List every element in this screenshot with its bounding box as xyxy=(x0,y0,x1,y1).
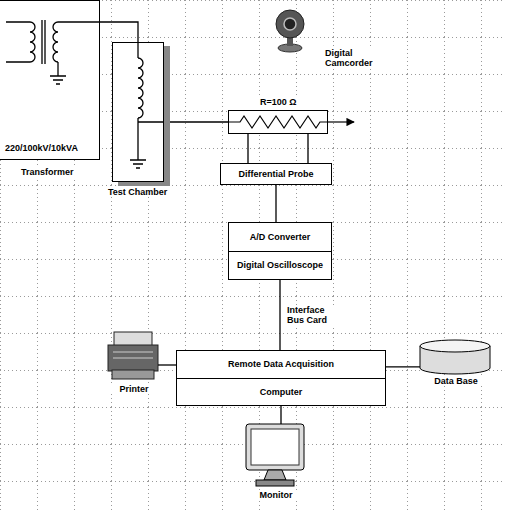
printer-cable xyxy=(158,364,176,365)
rating-label-holder: 220/100kV/10kVA xyxy=(4,143,79,153)
supply-wire xyxy=(100,22,138,42)
acquisition-label-holder: Remote Data Acquisition xyxy=(177,351,385,378)
monitor-cable xyxy=(280,406,281,424)
bus-cable xyxy=(279,280,280,350)
probe-leads xyxy=(248,134,308,163)
camcorder-label: Digital Camcorder xyxy=(325,48,383,69)
test-coil xyxy=(130,42,164,168)
printer-label: Printer xyxy=(119,384,148,394)
transformer-ground xyxy=(0,0,100,160)
camcorder-icon xyxy=(276,10,304,52)
chamber-label: Test Chamber xyxy=(108,187,167,197)
resistor-box: R=100 Ω xyxy=(228,110,328,134)
resistor-label: R=100 Ω xyxy=(260,97,297,107)
signal-cable xyxy=(275,185,276,222)
probe-label: Differential Probe xyxy=(238,169,313,179)
chamber-label-holder: Test Chamber xyxy=(107,187,168,197)
database-label-holder: Data Base xyxy=(420,376,492,386)
database: Data Base xyxy=(420,340,490,374)
resistor-label-holder: R=100 Ω xyxy=(259,97,298,107)
acquisition-label: Remote Data Acquisition xyxy=(228,359,334,369)
printer-icon xyxy=(108,332,158,379)
oscilloscope-label-holder: Digital Oscilloscope xyxy=(229,251,331,280)
transformer-box: 220/100kV/10kVATransformer xyxy=(0,0,100,160)
camcorder-label-holder: Digital Camcorder xyxy=(324,48,384,69)
rating-label: 220/100kV/10kVA xyxy=(5,143,78,153)
computer-label-holder: Computer xyxy=(177,378,385,406)
converter-label-holder: A/D Converter xyxy=(229,223,331,251)
test-chamber: Test Chamber xyxy=(112,42,164,182)
monitor: Monitor xyxy=(240,424,310,488)
monitor-label: Monitor xyxy=(260,490,293,500)
computer-box: Remote Data AcquisitionComputer xyxy=(176,350,386,406)
database-icon xyxy=(420,340,490,374)
measuring-wire xyxy=(164,121,228,122)
transformer-label-holder: Transformer xyxy=(20,167,75,177)
probe-label-holder: Differential Probe xyxy=(221,164,331,184)
transformer-symbol xyxy=(6,20,100,84)
transformer-label: Transformer xyxy=(21,167,74,177)
database-link xyxy=(386,366,420,367)
printer-label-holder: Printer xyxy=(108,384,160,394)
monitor-label-holder: Monitor xyxy=(240,490,312,500)
converter-label: A/D Converter xyxy=(250,232,311,242)
edge-label: Interface Bus Card xyxy=(286,305,340,326)
resistor-ground xyxy=(228,110,328,134)
monitor-icon xyxy=(246,424,304,486)
chamber-ground xyxy=(112,42,164,182)
computer-label: Computer xyxy=(260,387,303,397)
database-label: Data Base xyxy=(434,376,478,386)
printer: Printer xyxy=(108,330,158,380)
probe-box: Differential Probe xyxy=(220,163,332,185)
resistor-symbol xyxy=(228,116,354,128)
oscilloscope-label: Digital Oscilloscope xyxy=(237,260,323,270)
oscilloscope-box: A/D ConverterDigital Oscilloscope xyxy=(228,222,332,280)
camcorder: Digital Camcorder xyxy=(268,8,312,52)
